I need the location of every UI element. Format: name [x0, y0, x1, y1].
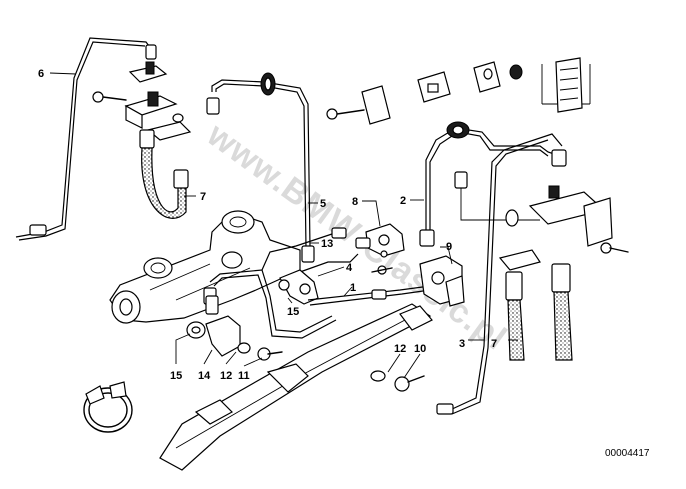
- callout-1: 1: [350, 282, 356, 294]
- callout-12-left: 12: [220, 370, 232, 382]
- lower-rail: [159, 303, 433, 471]
- brake-line-1: [307, 285, 431, 306]
- left-bracket: [92, 61, 192, 141]
- t-fitting-8: [355, 223, 405, 275]
- callout-3: 3: [459, 338, 465, 350]
- callout-15-upper: 15: [287, 306, 299, 318]
- callout-9: 9: [446, 241, 452, 253]
- callout-15-lower: 15: [170, 370, 182, 382]
- hose-clamp: [83, 381, 133, 433]
- brake-line-6: [15, 37, 157, 241]
- callout-13: 13: [321, 238, 333, 250]
- clip-row: [326, 57, 591, 125]
- callout-6: 6: [38, 68, 44, 80]
- axle-housing: [109, 210, 301, 324]
- callout-12-right: 12: [394, 343, 406, 355]
- callout-5: 5: [320, 198, 326, 210]
- leader-lines: [49, 72, 518, 379]
- right-bracket: [498, 191, 629, 271]
- small-parts: [186, 295, 425, 392]
- callout-7-left: 7: [200, 191, 206, 203]
- brake-line-5: [206, 72, 315, 263]
- callout-14: 14: [198, 370, 211, 382]
- t-fitting-9: [380, 250, 465, 307]
- callout-2: 2: [400, 195, 406, 207]
- drawing-code: 00004417: [605, 448, 650, 459]
- brake-hose-7-left: [139, 129, 189, 219]
- callout-10: 10: [414, 343, 426, 355]
- brake-line-3: [436, 133, 567, 415]
- callout-8: 8: [352, 196, 358, 208]
- brake-hose-7-right: [505, 263, 573, 361]
- callout-11: 11: [238, 370, 250, 382]
- brake-line-2: [419, 121, 561, 247]
- callout-4: 4: [346, 262, 353, 274]
- callout-7-right: 7: [491, 338, 497, 350]
- callouts: 6 7 5 8 2 13 9 4 1 15 15 14 12 11 12 10 …: [38, 68, 497, 382]
